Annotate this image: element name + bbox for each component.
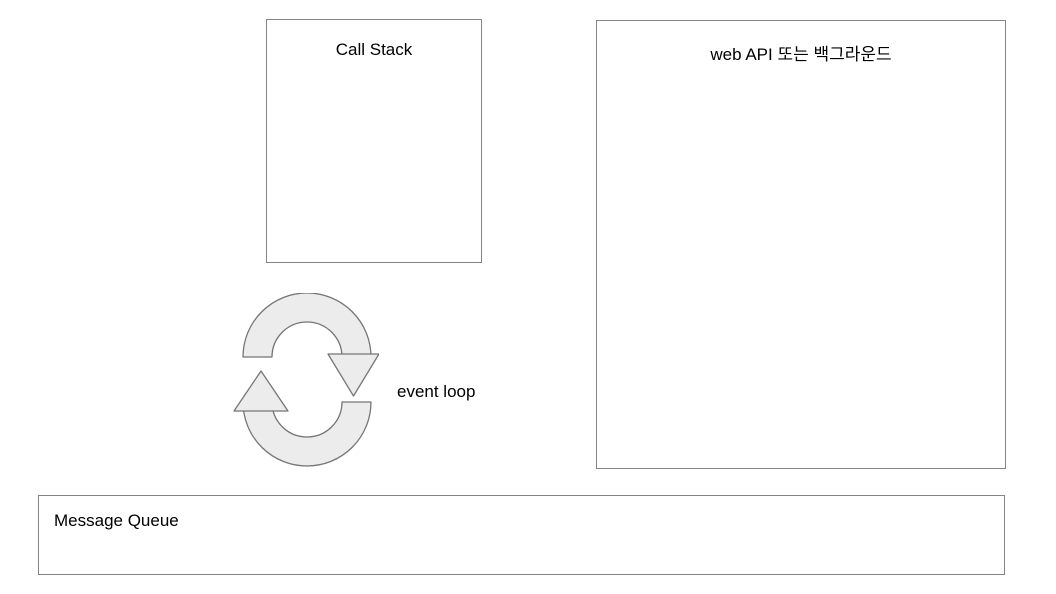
web-api-box: web API 또는 백그라운드 [596, 20, 1006, 469]
call-stack-label: Call Stack [335, 40, 413, 59]
loop-bottom-arc [242, 401, 372, 467]
web-api-label: web API 또는 백그라운드 [710, 45, 892, 64]
call-stack-box: Call Stack [266, 19, 482, 263]
message-queue-box: Message Queue [38, 495, 1005, 575]
loop-top-arc [242, 293, 372, 358]
loop-arrowhead-down [327, 353, 379, 397]
loop-arrowhead-up [233, 370, 289, 412]
event-loop-label: event loop [397, 382, 476, 401]
message-queue-label: Message Queue [54, 511, 179, 530]
recycle-loop-arrows-icon [233, 293, 379, 467]
